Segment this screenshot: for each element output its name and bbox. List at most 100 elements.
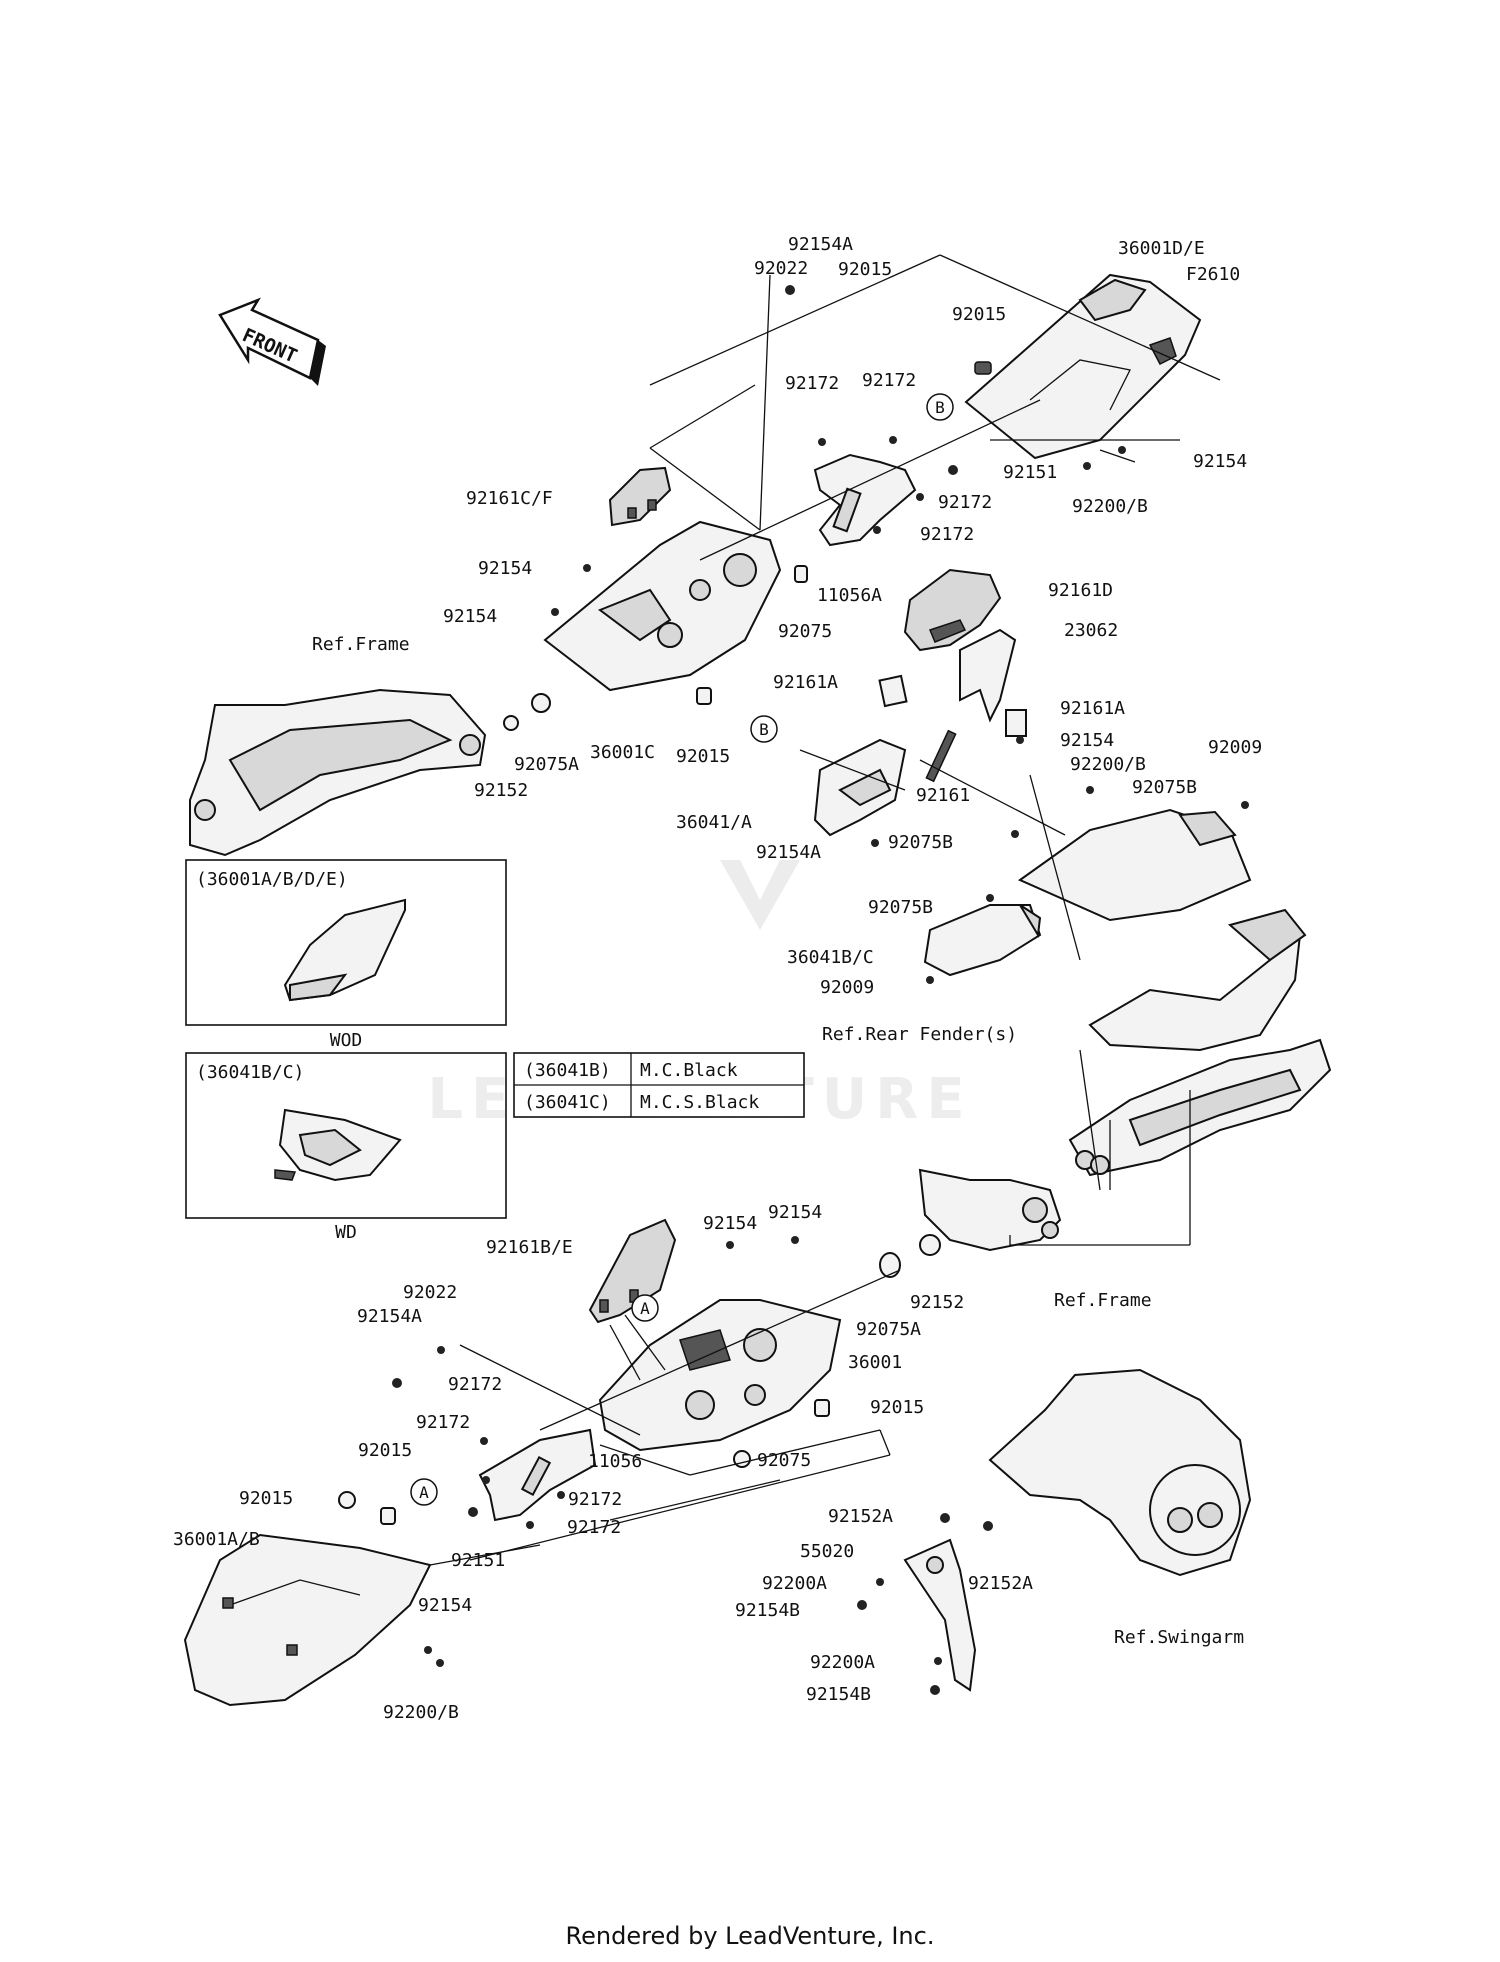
spacer-92152-lower bbox=[919, 1234, 941, 1256]
fasteners bbox=[392, 285, 1249, 1695]
bracket-11056 bbox=[478, 1428, 597, 1522]
diagram-code: F2610 bbox=[1186, 264, 1240, 285]
callout-A-low: A bbox=[410, 1478, 438, 1506]
lens-92161CF bbox=[608, 466, 672, 527]
callout-B-top-label: B bbox=[935, 398, 945, 417]
part-label: 92015 bbox=[952, 304, 1006, 325]
part-label: Ref.Frame bbox=[1054, 1290, 1152, 1311]
part-label: 92015 bbox=[358, 1440, 412, 1461]
variant-2-illustration bbox=[274, 1108, 402, 1182]
part-label: 92161B/E bbox=[486, 1237, 573, 1258]
watermark-logo bbox=[720, 860, 800, 930]
part-labels: 92154A 92022 92015 36001D/E 92015 92172 … bbox=[173, 234, 1262, 1723]
collar-92015-lowerA bbox=[380, 1507, 396, 1525]
part-label: 36001A/B bbox=[173, 1529, 260, 1550]
part-label: 36001C bbox=[590, 742, 655, 763]
part-label: 92172 bbox=[448, 1374, 502, 1395]
callout-A-mid: A bbox=[631, 1294, 659, 1322]
part-label: 36001 bbox=[848, 1352, 902, 1373]
bracket-11056A bbox=[813, 453, 917, 547]
pad-92161A-right bbox=[1005, 709, 1027, 737]
part-label: Ref.Rear Fender(s) bbox=[822, 1024, 1017, 1045]
part-label: 92161C/F bbox=[466, 488, 553, 509]
callout-B-mid: B bbox=[750, 715, 778, 743]
part-label: 92154 bbox=[1060, 730, 1114, 751]
seat-cowl-36001AB bbox=[183, 1533, 432, 1707]
part-label: 92200A bbox=[762, 1573, 827, 1594]
part-label: 92075A bbox=[514, 754, 579, 775]
part-label: 92022 bbox=[754, 258, 808, 279]
part-label: 92009 bbox=[820, 977, 874, 998]
frame-right-lower bbox=[918, 1168, 1062, 1252]
variant-box-2 bbox=[185, 1052, 507, 1219]
part-label: 36001D/E bbox=[1118, 238, 1205, 259]
color-table-part-1: (36041B) bbox=[524, 1060, 611, 1081]
cover-36041BC-lower bbox=[923, 904, 1042, 977]
part-label: Ref.Swingarm bbox=[1114, 1627, 1244, 1648]
bolt-92161 bbox=[925, 729, 957, 783]
color-table-color-1: M.C.Black bbox=[640, 1060, 738, 1081]
part-label: 92200/B bbox=[1072, 496, 1148, 517]
part-label: 92015 bbox=[838, 259, 892, 280]
part-label: 36041/A bbox=[676, 812, 752, 833]
collar-92015-lowerB bbox=[338, 1491, 356, 1509]
part-label: 36041B/C bbox=[787, 947, 874, 968]
variant-box-1-heading: (36001A/B/D/E) bbox=[196, 869, 348, 890]
part-label: 92075 bbox=[757, 1450, 811, 1471]
spacer-92152-top bbox=[503, 715, 519, 731]
part-label: 92075B bbox=[888, 832, 953, 853]
variant-box-1-caption: WOD bbox=[330, 1030, 363, 1051]
color-table-part-2: (36041C) bbox=[524, 1092, 611, 1113]
part-label: 92161A bbox=[773, 672, 838, 693]
part-label: 92161A bbox=[1060, 698, 1125, 719]
part-label: 92075B bbox=[868, 897, 933, 918]
part-label: 11056 bbox=[588, 1451, 642, 1472]
callout-A-mid-label: A bbox=[640, 1299, 650, 1318]
part-label: 92154A bbox=[756, 842, 821, 863]
footer-credit: Rendered by LeadVenture, Inc. bbox=[566, 1922, 935, 1950]
part-label: 11056A bbox=[817, 585, 882, 606]
callout-B-mid-label: B bbox=[759, 720, 769, 739]
part-label: 92154A bbox=[357, 1306, 422, 1327]
part-label: 92200/B bbox=[1070, 754, 1146, 775]
collar-92015-lower bbox=[814, 1399, 830, 1417]
variant-box-2-caption: WD bbox=[335, 1222, 357, 1243]
pad-92161A-left bbox=[878, 674, 908, 708]
part-label: 92161D bbox=[1048, 580, 1113, 601]
part-label: 92151 bbox=[451, 1550, 505, 1571]
part-label: 92172 bbox=[862, 370, 916, 391]
part-label: 92161 bbox=[916, 785, 970, 806]
lens-92161BE bbox=[588, 1218, 677, 1324]
part-label: 92172 bbox=[920, 524, 974, 545]
variant-box-1 bbox=[185, 859, 507, 1026]
part-label: 92075A bbox=[856, 1319, 921, 1340]
part-label: 92151 bbox=[1003, 462, 1057, 483]
variant-1-illustration bbox=[283, 898, 406, 1002]
part-label: 92154 bbox=[768, 1202, 822, 1223]
part-label: 92009 bbox=[1208, 737, 1262, 758]
part-label: 92075B bbox=[1132, 777, 1197, 798]
bracket-55020 bbox=[903, 1538, 977, 1692]
part-label: 92154 bbox=[418, 1595, 472, 1616]
part-label: 92154A bbox=[788, 234, 853, 255]
color-table-color-2: M.C.S.Black bbox=[640, 1092, 759, 1113]
part-label: 92154 bbox=[443, 606, 497, 627]
collar-92015-top bbox=[696, 687, 712, 705]
part-label: 92015 bbox=[239, 1488, 293, 1509]
part-label: 92154 bbox=[1193, 451, 1247, 472]
front-arrow-icon: FRONT bbox=[218, 297, 326, 386]
swingarm bbox=[988, 1368, 1252, 1577]
variant-box-2-heading: (36041B/C) bbox=[196, 1062, 304, 1083]
frame-left bbox=[189, 688, 487, 857]
spacer-92075A-top bbox=[531, 693, 551, 713]
part-label: 92172 bbox=[938, 492, 992, 513]
spacer-92075A-lower bbox=[879, 1252, 901, 1278]
part-label: 92152A bbox=[968, 1573, 1033, 1594]
part-label: 92154B bbox=[735, 1600, 800, 1621]
seat-cowl-36001C bbox=[543, 520, 782, 692]
taillight-92161D bbox=[903, 568, 1002, 652]
part-label: 92022 bbox=[403, 1282, 457, 1303]
part-label: 92172 bbox=[568, 1489, 622, 1510]
bracket-23062 bbox=[959, 628, 1017, 723]
